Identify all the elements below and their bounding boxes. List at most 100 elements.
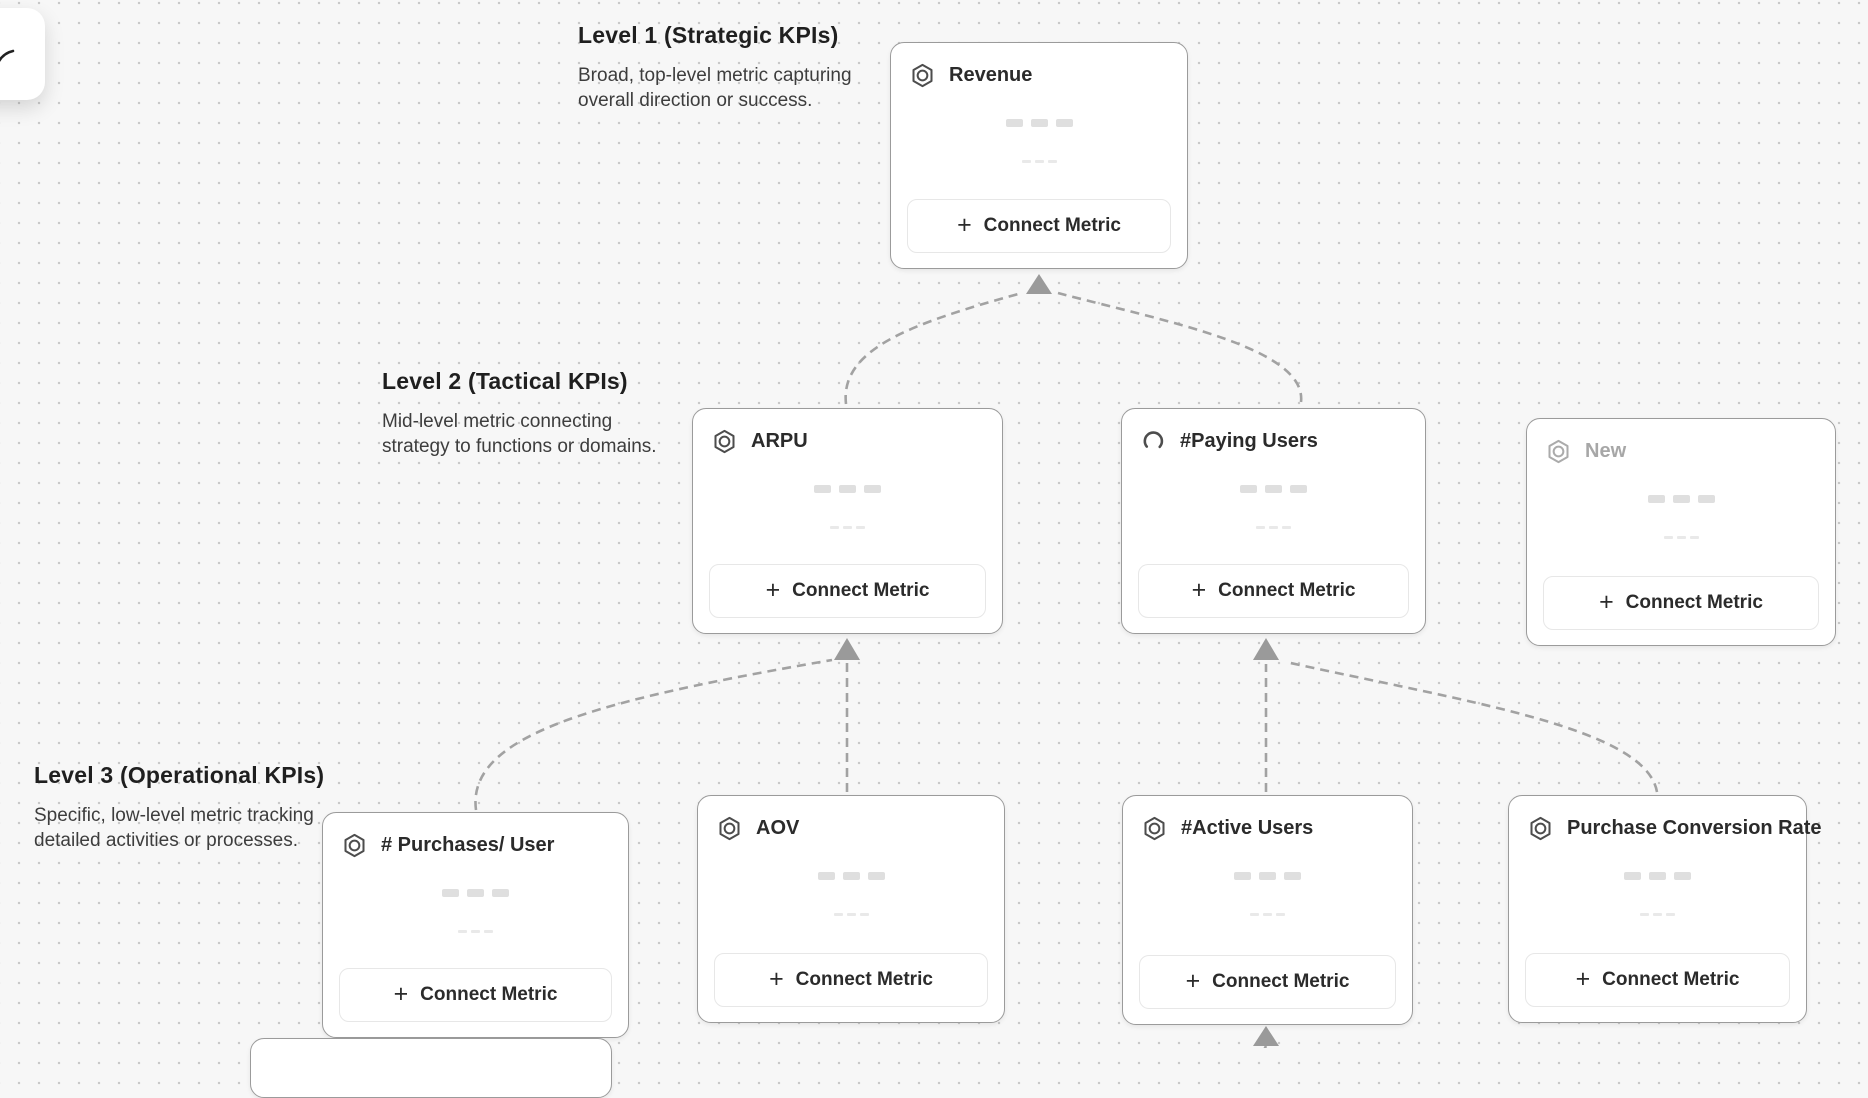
skeleton-placeholder bbox=[1527, 495, 1835, 539]
plus-icon: + bbox=[1599, 587, 1614, 616]
skeleton-dashes bbox=[1663, 536, 1699, 539]
level-title: Level 3 (Operational KPIs) bbox=[34, 762, 325, 788]
arrowhead-into-paying-users bbox=[1253, 638, 1279, 660]
connect-metric-button[interactable]: + Connect Metric bbox=[1138, 564, 1409, 618]
connect-metric-label: Connect Metric bbox=[795, 969, 933, 990]
skeleton-bars bbox=[442, 889, 509, 897]
level-title: Level 2 (Tactical KPIs) bbox=[382, 368, 628, 394]
metric-card-aov[interactable]: AOV + Connect Metric bbox=[697, 795, 1005, 1023]
connector-pcr-to-paying bbox=[1285, 660, 1659, 793]
metric-card-new[interactable]: New + Connect Metric bbox=[1526, 418, 1836, 646]
card-title: Revenue bbox=[949, 64, 1033, 86]
skeleton-dashes bbox=[1250, 913, 1285, 916]
skeleton-placeholder bbox=[1122, 485, 1425, 529]
plus-icon: + bbox=[1575, 964, 1591, 993]
connect-metric-label: Connect Metric bbox=[983, 215, 1121, 236]
skeleton-placeholder bbox=[323, 889, 628, 933]
skeleton-placeholder bbox=[891, 119, 1187, 163]
card-title: Purchase Conversion Rate bbox=[1567, 817, 1822, 839]
skeleton-bars bbox=[814, 485, 881, 493]
plus-icon: + bbox=[769, 964, 784, 993]
level-1-label-group: Level 1 (Strategic KPIs) Broad, top-leve… bbox=[578, 22, 852, 113]
plus-icon: + bbox=[957, 210, 972, 239]
card-title: New bbox=[1585, 440, 1627, 462]
card-header: #Paying Users bbox=[1122, 409, 1425, 455]
skeleton-dashes bbox=[1256, 526, 1291, 529]
connect-metric-label: Connect Metric bbox=[1625, 592, 1763, 613]
skeleton-placeholder bbox=[698, 872, 1004, 916]
connect-metric-button[interactable]: + Connect Metric bbox=[339, 968, 612, 1022]
skeleton-dashes bbox=[458, 930, 493, 933]
connector-arpu-to-revenue bbox=[844, 291, 1023, 405]
skeleton-bars bbox=[1647, 495, 1715, 503]
skeleton-placeholder bbox=[1123, 872, 1412, 916]
skeleton-dashes bbox=[830, 526, 865, 529]
level-2-label-group: Level 2 (Tactical KPIs) Mid-level metric… bbox=[382, 368, 657, 459]
metric-card-purchases-per-user[interactable]: # Purchases/ User + Connect Metric bbox=[322, 812, 629, 1038]
arrowhead-into-arpu bbox=[834, 638, 860, 660]
skeleton-placeholder bbox=[693, 485, 1002, 529]
plus-icon: + bbox=[393, 979, 409, 1008]
spinner-icon bbox=[1140, 428, 1167, 455]
metric-card-revenue[interactable]: Revenue + Connect Metric bbox=[890, 42, 1188, 269]
card-title: ARPU bbox=[751, 430, 808, 452]
cursor-stroke-icon bbox=[0, 49, 15, 62]
card-title: # Purchases/ User bbox=[381, 834, 555, 856]
connect-metric-label: Connect Metric bbox=[1212, 971, 1350, 992]
skeleton-bars bbox=[817, 872, 885, 880]
metric-hexagon-icon bbox=[1545, 438, 1572, 465]
connect-metric-button[interactable]: + Connect Metric bbox=[1525, 953, 1790, 1007]
connector-purchases-to-arpu bbox=[474, 658, 833, 811]
metric-hexagon-icon bbox=[1527, 815, 1554, 842]
card-header: New bbox=[1527, 419, 1835, 465]
plus-icon: + bbox=[765, 575, 781, 604]
floating-toolbar-fragment[interactable] bbox=[0, 8, 45, 100]
metric-card-purchase-conversion-rate[interactable]: Purchase Conversion Rate + Connect Metri… bbox=[1508, 795, 1822, 1023]
card-header: # Purchases/ User bbox=[323, 813, 628, 859]
level-title: Level 1 (Strategic KPIs) bbox=[578, 22, 839, 48]
metric-hexagon-icon bbox=[1141, 815, 1168, 842]
metric-card-arpu[interactable]: ARPU + Connect Metric bbox=[692, 408, 1003, 634]
skeleton-dashes bbox=[833, 913, 869, 916]
connect-metric-button[interactable]: + Connect Metric bbox=[709, 564, 986, 618]
plus-icon: + bbox=[1191, 575, 1207, 604]
metric-hexagon-icon bbox=[716, 815, 743, 842]
connector-paying-to-revenue bbox=[1057, 291, 1303, 403]
metric-card-paying-users[interactable]: #Paying Users + Connect Metric bbox=[1121, 408, 1426, 634]
metric-hexagon-icon bbox=[909, 62, 936, 89]
skeleton-bars bbox=[1240, 485, 1307, 493]
connect-metric-button[interactable]: + Connect Metric bbox=[1543, 576, 1819, 630]
arrowhead-into-active-users bbox=[1253, 1026, 1279, 1046]
skeleton-dashes bbox=[1021, 160, 1057, 163]
card-header: #Active Users bbox=[1123, 796, 1412, 842]
card-header: AOV bbox=[698, 796, 1004, 842]
connect-metric-label: Connect Metric bbox=[792, 580, 930, 601]
skeleton-bars bbox=[1234, 872, 1301, 880]
skeleton-dashes bbox=[1640, 913, 1675, 916]
metric-hexagon-icon bbox=[341, 832, 368, 859]
level-3-label-group: Level 3 (Operational KPIs) Specific, low… bbox=[34, 762, 324, 853]
skeleton-placeholder bbox=[1509, 872, 1806, 916]
plus-icon: + bbox=[1185, 966, 1201, 995]
card-header: Revenue bbox=[891, 43, 1187, 89]
card-title: AOV bbox=[756, 817, 800, 839]
connect-metric-button[interactable]: + Connect Metric bbox=[907, 199, 1171, 253]
connect-metric-button[interactable]: + Connect Metric bbox=[714, 953, 988, 1007]
connect-metric-label: Connect Metric bbox=[420, 984, 558, 1005]
connect-metric-label: Connect Metric bbox=[1602, 969, 1740, 990]
metric-card-partial-bottom[interactable] bbox=[250, 1038, 612, 1098]
connect-metric-label: Connect Metric bbox=[1218, 580, 1356, 601]
card-title: #Paying Users bbox=[1180, 430, 1318, 452]
card-header: Purchase Conversion Rate bbox=[1509, 796, 1822, 842]
metric-hexagon-icon bbox=[711, 428, 738, 455]
skeleton-bars bbox=[1005, 119, 1073, 127]
card-header: ARPU bbox=[693, 409, 1002, 455]
skeleton-bars bbox=[1624, 872, 1691, 880]
metric-card-active-users[interactable]: #Active Users + Connect Metric bbox=[1122, 795, 1413, 1025]
connect-metric-button[interactable]: + Connect Metric bbox=[1139, 955, 1396, 1009]
arrowhead-into-revenue bbox=[1026, 274, 1052, 294]
card-title: #Active Users bbox=[1181, 817, 1314, 839]
